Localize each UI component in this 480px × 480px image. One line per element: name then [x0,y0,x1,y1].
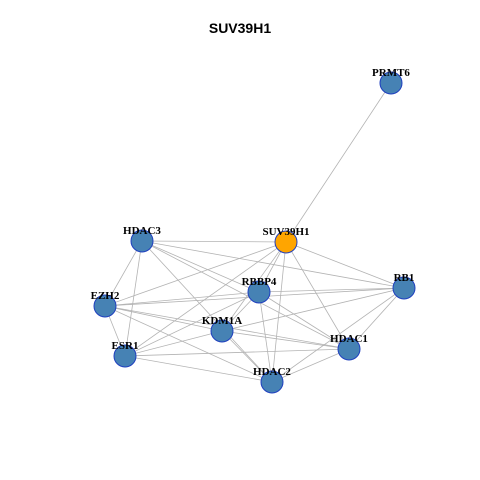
edge-ezh2-hdac2 [104,305,273,383]
edge-rb1-rbbp4 [258,287,405,293]
node-circle [210,319,234,343]
node-suv39h1: SUV39H1 [262,226,310,254]
node-label: ESR1 [112,340,139,352]
node-label: RB1 [394,272,415,284]
edge-rbbp4-hdac1 [258,291,350,350]
edge-ezh2-kdm1a [104,305,223,332]
node-esr1: ESR1 [112,340,139,368]
edge-hdac1-hdac2 [271,348,350,383]
node-prmt6: PRMT6 [372,67,410,95]
edge-esr1-hdac2 [124,355,273,383]
edge-suv39h1-rb1 [285,241,405,289]
figure-title: SUV39H1 [208,20,272,36]
edge-rb1-kdm1a [221,287,405,332]
edge-suv39h1-hdac1 [285,241,350,350]
edge-kdm1a-esr1 [124,330,223,357]
edge-rbbp4-ezh2 [104,291,260,307]
edge-hdac1-esr1 [124,348,350,357]
edge-prmt6-suv39h1 [285,82,392,243]
node-hdac3: HDAC3 [123,225,161,253]
node-circle [130,229,154,253]
node-hdac2: HDAC2 [253,366,291,394]
node-label: KDM1A [202,315,242,327]
edge-rb1-hdac1 [348,287,405,350]
node-label: HDAC2 [253,366,291,378]
node-hdac1: HDAC1 [330,333,368,361]
node-circle [260,370,284,394]
node-rbbp4: RBBP4 [242,276,277,304]
node-ezh2: EZH2 [91,290,120,318]
edge-hdac3-rbbp4 [141,240,260,293]
edge-rb1-hdac2 [271,287,405,383]
edge-hdac3-suv39h1 [141,240,287,243]
edge-suv39h1-esr1 [124,241,287,357]
node-label: SUV39H1 [262,226,309,238]
node-rb1: RB1 [392,272,416,300]
node-circle [113,344,137,368]
node-label: HDAC3 [123,225,161,237]
node-circle [274,230,298,254]
edge-suv39h1-hdac2 [271,241,287,383]
node-kdm1a: KDM1A [202,315,242,343]
edge-rbbp4-esr1 [124,291,260,357]
edge-hdac3-rb1 [141,240,405,289]
node-circle [379,71,403,95]
node-label: PRMT6 [372,67,410,79]
edge-kdm1a-hdac2 [221,330,273,383]
node-circle [392,276,416,300]
node-circle [93,294,117,318]
edge-hdac3-ezh2 [104,240,143,307]
node-label: RBBP4 [242,276,277,288]
node-label: EZH2 [91,290,120,302]
edge-kdm1a-hdac1 [221,330,350,350]
edge-hdac3-hdac1 [141,240,350,350]
node-label: HDAC1 [330,333,368,345]
edge-hdac3-hdac2 [141,240,273,383]
edge-suv39h1-ezh2 [104,241,287,307]
node-circle [247,280,271,304]
edge-hdac3-esr1 [124,240,143,357]
node-circle [337,337,361,361]
